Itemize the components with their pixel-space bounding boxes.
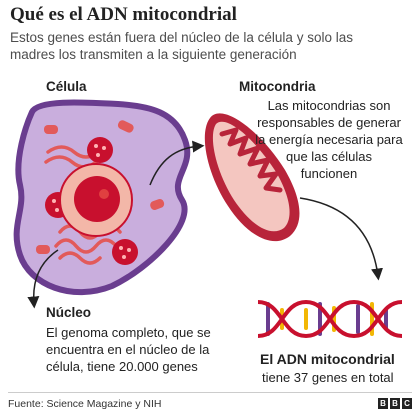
nucleus-label: Núcleo — [46, 305, 92, 320]
cell-illustration — [13, 99, 191, 296]
bbc-logo-letter-3: C — [402, 398, 412, 409]
arrow-cell-to-mito — [149, 140, 205, 186]
page-title: Qué es el ADN mitocondrial — [10, 4, 237, 25]
mito-desc-line-2: responsables de generar — [257, 115, 401, 130]
mito-desc-line-3: la energía necesaria para — [255, 132, 403, 147]
mitochondrion-illustration — [204, 113, 300, 242]
mtdna-label: El ADN mitocondrial — [260, 351, 395, 367]
source-text: Fuente: Science Magazine y NIH — [8, 398, 162, 410]
subtitle-line-2: madres los transmiten a la siguiente gen… — [10, 47, 297, 62]
mito-desc-line-4: que las células — [286, 149, 372, 164]
bbc-logo: B B C — [378, 398, 412, 409]
nucleus-desc-line-3: célula, tiene 20.000 genes — [46, 359, 198, 374]
mito-desc-line-1: Las mitocondrias son — [267, 98, 391, 113]
subtitle-line-1: Estos genes están fuera del núcleo de la… — [10, 30, 353, 45]
mitochondria-label: Mitocondria — [239, 79, 316, 94]
nucleus-desc-line-1: El genoma completo, que se — [46, 325, 211, 340]
nucleus-inner — [74, 176, 120, 222]
bbc-logo-letter-2: B — [390, 398, 400, 409]
mtdna-description: tiene 37 genes en total — [262, 370, 394, 385]
dna-helix-illustration — [257, 299, 403, 339]
cell-label: Célula — [46, 79, 87, 94]
bbc-logo-letter-1: B — [378, 398, 388, 409]
arrow-mito-to-dna — [299, 197, 383, 281]
page-subtitle: Estos genes están fuera del núcleo de la… — [10, 29, 410, 63]
mito-desc-line-5: funcionen — [300, 166, 358, 181]
footer-divider — [8, 392, 412, 393]
nucleus-desc-line-2: encuentra en el núcleo de la — [46, 342, 210, 357]
arrow-nucleus-pointer — [27, 249, 59, 309]
nucleus-description: El genoma completo, que se encuentra en … — [46, 324, 226, 375]
mitochondria-description: Las mitocondrias son responsables de gen… — [244, 97, 414, 182]
